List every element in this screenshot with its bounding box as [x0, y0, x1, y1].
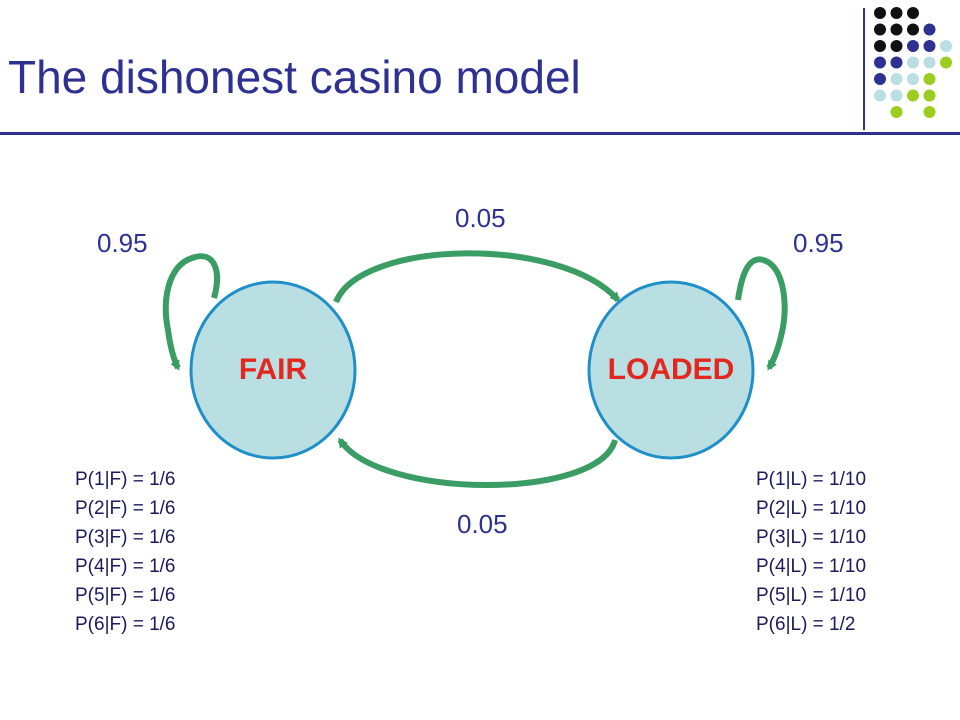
loaded-emission-list: P(1|L) = 1/10 P(2|L) = 1/10 P(3|L) = 1/1… [756, 465, 866, 639]
decoration-dot [907, 73, 919, 85]
emission-item: P(2|L) = 1/10 [756, 498, 867, 519]
emission-item: P(5|F) = 1/6 [75, 585, 176, 606]
decoration-dot [890, 89, 903, 102]
decoration-dot [940, 40, 952, 52]
decoration-dot [890, 23, 903, 36]
page-title: The dishonest casino model [8, 51, 581, 103]
transition-arrow-fair-to-loaded [333, 250, 621, 304]
decoration-dot [890, 56, 903, 69]
state-loaded-label: LOADED [607, 353, 735, 386]
title-underline [0, 132, 960, 135]
emission-item: P(4|L) = 1/10 [756, 556, 867, 577]
decoration-dot [874, 89, 886, 102]
transition-arrow-loaded-to-fair [337, 437, 618, 488]
decoration-dot [890, 73, 903, 85]
decoration-dot [907, 7, 919, 19]
fair-self-transition-label: 0.95 [97, 228, 148, 258]
decoration-dot [923, 73, 936, 85]
decoration-dot [907, 56, 919, 69]
emission-item: P(3|F) = 1/6 [75, 527, 176, 548]
self-loop-arrow-loaded [735, 256, 788, 371]
decoration-dot [923, 40, 936, 52]
self-loop-arrow-fair [162, 253, 220, 371]
decoration-dot [874, 56, 886, 69]
decoration-dot [923, 56, 936, 69]
emission-item: P(1|L) = 1/10 [756, 469, 867, 490]
decoration-dot [923, 23, 936, 36]
decoration-dot [907, 89, 919, 102]
decoration-dot [874, 7, 886, 19]
emission-item: P(6|F) = 1/6 [75, 614, 176, 635]
decoration-dot [890, 106, 903, 118]
loaded-to-fair-transition-label: 0.05 [457, 509, 508, 539]
decoration-dot [923, 106, 936, 118]
fair-to-loaded-transition-label: 0.05 [455, 203, 506, 233]
emission-item: P(5|L) = 1/10 [756, 585, 867, 606]
state-loaded-node [587, 280, 755, 460]
emission-item: P(3|L) = 1/10 [756, 527, 867, 548]
emission-item: P(2|F) = 1/6 [75, 498, 176, 519]
decoration-vertical-line [863, 8, 865, 130]
emission-item: P(6|L) = 1/2 [756, 614, 856, 635]
decoration-dot [874, 23, 886, 36]
decoration-dot [907, 23, 919, 36]
decoration-dot [890, 7, 903, 19]
decoration-dot-grid [874, 7, 952, 118]
state-fair-node [189, 280, 357, 460]
decoration-dot [907, 40, 919, 52]
state-fair-label: FAIR [238, 353, 308, 386]
emission-item: P(1|F) = 1/6 [75, 469, 176, 490]
emission-item: P(4|F) = 1/6 [75, 556, 176, 577]
decoration-dot [874, 73, 886, 85]
decoration-dot [923, 89, 936, 102]
fair-emission-list: P(1|F) = 1/6 P(2|F) = 1/6 P(3|F) = 1/6 P… [75, 465, 176, 639]
decoration-dot [890, 40, 903, 52]
decoration-dot [874, 40, 886, 52]
decoration-dot [940, 56, 952, 69]
loaded-self-transition-label: 0.95 [793, 228, 844, 258]
